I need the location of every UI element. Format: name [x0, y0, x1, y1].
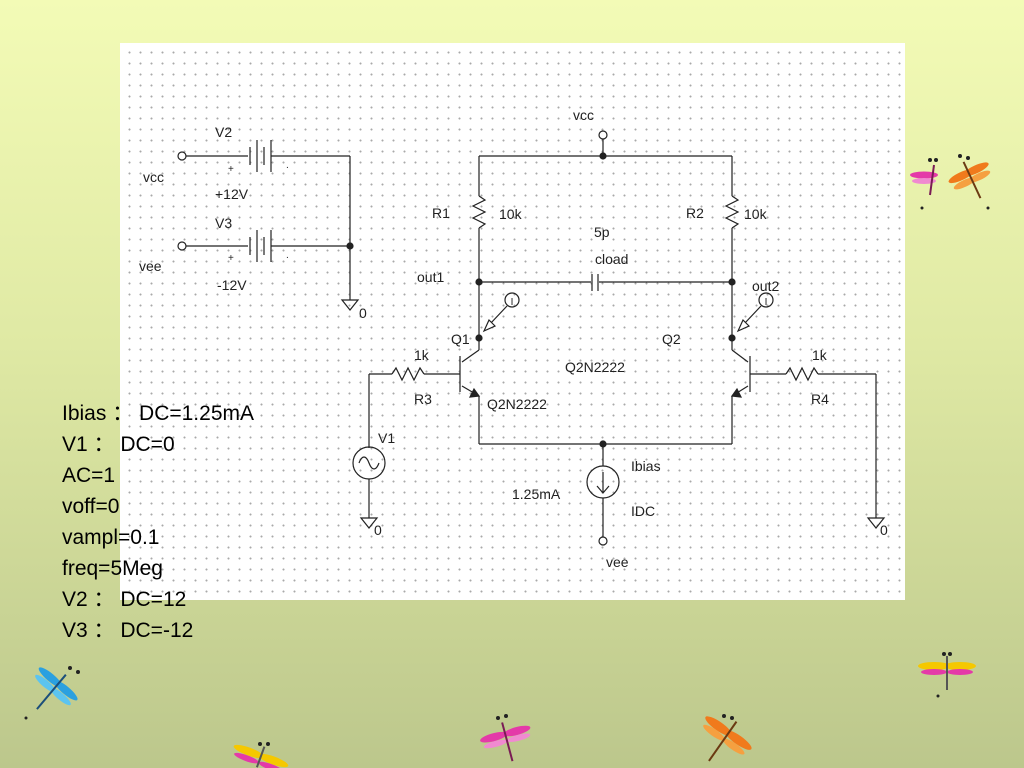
- param-line: freq=5Meg: [62, 557, 163, 580]
- r2-resistor: [724, 156, 740, 282]
- param-line: Ibias ： DC=1.25mA: [62, 402, 254, 425]
- probe-label-2: I: [765, 297, 768, 308]
- v1-source: [352, 446, 386, 518]
- q2-transistor: [730, 338, 751, 444]
- r4-name: R4: [811, 391, 829, 407]
- v2-plus: +: [228, 164, 234, 175]
- q1-model: Q2N2222: [487, 396, 547, 412]
- dragonfly-icon: [703, 714, 752, 762]
- v2-source: [177, 140, 351, 300]
- ground-label: 0: [880, 522, 888, 538]
- r1-name: R1: [432, 205, 450, 221]
- out1-label: out1: [417, 269, 444, 285]
- ground-symbol: [866, 517, 886, 529]
- q2-name: Q2: [662, 331, 681, 347]
- v3-value: -12V: [217, 277, 247, 293]
- probe-label-1: I: [511, 297, 514, 308]
- junction-dot: [346, 242, 354, 250]
- r1-resistor: [471, 156, 487, 282]
- junction-dot: [599, 152, 607, 160]
- dragonfly-icon: [480, 714, 531, 762]
- q1-name: Q1: [451, 331, 470, 347]
- param-line: vampl=0.1: [62, 526, 160, 549]
- v3-name: V3: [215, 215, 232, 231]
- svg-text:.: .: [286, 250, 289, 261]
- param-line: V1 ： DC=0: [62, 433, 175, 456]
- vcc-terminal: [598, 130, 608, 140]
- dragonfly-icon: [910, 154, 991, 210]
- parameter-list: Ibias ： DC=1.25mA V1 ： DC=0 AC=1 voff=0 …: [62, 398, 254, 646]
- ibias-value: 1.25mA: [512, 486, 561, 502]
- param-line: AC=1: [62, 464, 116, 487]
- vee-label: vee: [606, 554, 629, 570]
- current-probe-q2: [736, 292, 774, 333]
- ground-symbol: [340, 299, 360, 311]
- ground-label: 0: [374, 522, 382, 538]
- r2-value: 10k: [744, 206, 768, 222]
- param-line: voff=0: [62, 495, 120, 518]
- schematic-panel: [120, 43, 905, 600]
- q2-model: Q2N2222: [565, 359, 625, 375]
- svg-text:.: .: [286, 160, 289, 171]
- v2-name: V2: [215, 124, 232, 140]
- v1-name: V1: [378, 430, 395, 446]
- r3-name: R3: [414, 391, 432, 407]
- out2-label: out2: [752, 278, 779, 294]
- ibias-name: Ibias: [631, 458, 661, 474]
- v2-node-label: vcc: [143, 169, 164, 185]
- param-line: V2 ： DC=12: [62, 588, 187, 611]
- cap-value: 5p: [594, 224, 610, 240]
- r1-value: 10k: [499, 206, 523, 222]
- dragonfly-icon: [233, 742, 289, 768]
- ibias-type: IDC: [631, 503, 655, 519]
- v3-node-label: vee: [139, 258, 162, 274]
- v3-plus: +: [228, 253, 234, 264]
- cap-name: cload: [595, 251, 628, 267]
- vcc-label: vcc: [573, 107, 594, 123]
- ground-label: 0: [359, 305, 367, 321]
- current-probe-q1: [482, 292, 520, 333]
- param-line: V3 ： DC=-12: [62, 619, 194, 642]
- dragonfly-icon: [918, 652, 976, 698]
- dragonfly-icon: [24, 666, 80, 720]
- schematic-diagram: vcc V2 + . vcc +12V V3 + . vee -12V 0 R1…: [139, 107, 888, 570]
- r4-resistor: [750, 366, 877, 518]
- ibias-current-source: [586, 444, 620, 546]
- r3-value: 1k: [414, 347, 430, 363]
- cload-capacitor: [479, 274, 732, 291]
- r4-value: 1k: [812, 347, 828, 363]
- r2-name: R2: [686, 205, 704, 221]
- q1-transistor: [459, 338, 481, 444]
- r3-resistor: [368, 366, 460, 448]
- ground-symbol: [359, 517, 379, 529]
- v3-source: [177, 230, 350, 262]
- v2-value: +12V: [215, 186, 249, 202]
